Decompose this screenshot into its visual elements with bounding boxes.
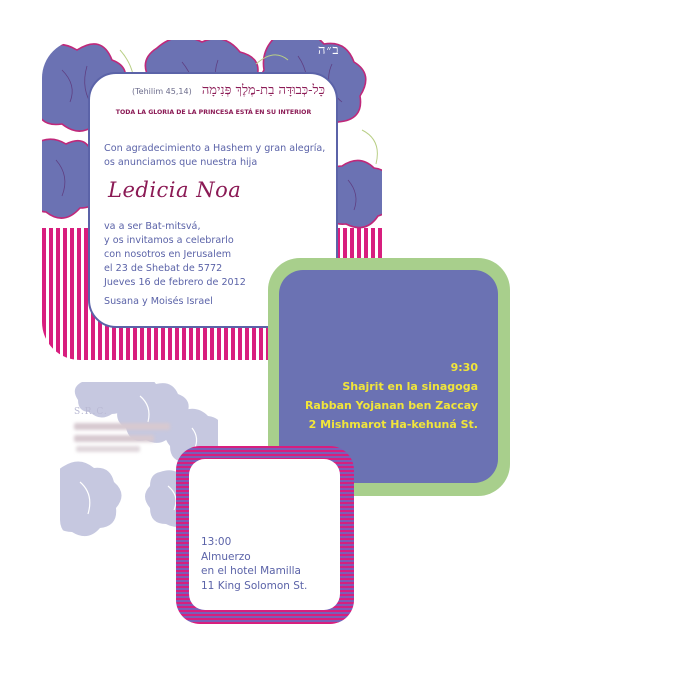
synagogue-details: 9:30 Shajrit en la sinagoga Rabban Yojan… xyxy=(279,358,478,434)
blurred-contact-line xyxy=(74,423,170,430)
synagogue-line: Shajrit en la sinagoga xyxy=(342,380,478,393)
synagogue-time: 9:30 xyxy=(450,361,478,374)
blurred-contact-line xyxy=(74,435,154,442)
girl-name: Ledicia Noa xyxy=(108,178,242,202)
hebrew-verse-text: כָּל-כְּבוּדָּה בַת-מֶלֶךְ פְּנִימָה xyxy=(201,83,325,98)
intro-line: Con agradecimiento a Hashem y gran alegr… xyxy=(104,143,326,154)
blurred-contact-line xyxy=(76,446,140,452)
synagogue-line: 2 Mishmarot Ha-kehuná St. xyxy=(308,418,478,431)
body-line: Jueves 16 de febrero de 2012 xyxy=(104,277,246,288)
verse-reference: (Tehilim 45,14) xyxy=(132,87,192,96)
invitation-body: va a ser Bat-mitsvá, y os invitamos a ce… xyxy=(104,220,246,290)
body-line: va a ser Bat-mitsvá, xyxy=(104,221,201,232)
synagogue-line: Rabban Yojanan ben Zaccay xyxy=(304,399,478,412)
lunch-details: 13:00 Almuerzo en el hotel Mamilla 11 Ki… xyxy=(201,535,307,593)
lunch-card-inner xyxy=(189,459,340,610)
hebrew-verse: כָּל-כְּבוּדָּה בַת-מֶלֶךְ פְּנִימָה (Te… xyxy=(100,82,325,98)
rsvp-label: S.R.C. xyxy=(74,407,108,417)
bh-mark: ב״ה xyxy=(318,43,340,58)
parents-signature: Susana y Moisés Israel xyxy=(104,296,213,307)
body-line: con nosotros en Jerusalem xyxy=(104,249,232,260)
body-line: y os invitamos a celebrarlo xyxy=(104,235,234,246)
body-line: el 23 de Shebat de 5772 xyxy=(104,263,223,274)
intro-text: Con agradecimiento a Hashem y gran alegr… xyxy=(104,142,325,170)
lunch-line: 11 King Solomon St. xyxy=(201,579,308,592)
verse-translation: TODA LA GLORIA DE LA PRINCESA ESTÁ EN SU… xyxy=(115,109,312,116)
lunch-line: en el hotel Mamilla xyxy=(201,565,301,577)
intro-line: os anunciamos que nuestra hija xyxy=(104,157,258,168)
lunch-line: Almuerzo xyxy=(201,550,251,563)
lunch-time: 13:00 xyxy=(201,536,232,548)
